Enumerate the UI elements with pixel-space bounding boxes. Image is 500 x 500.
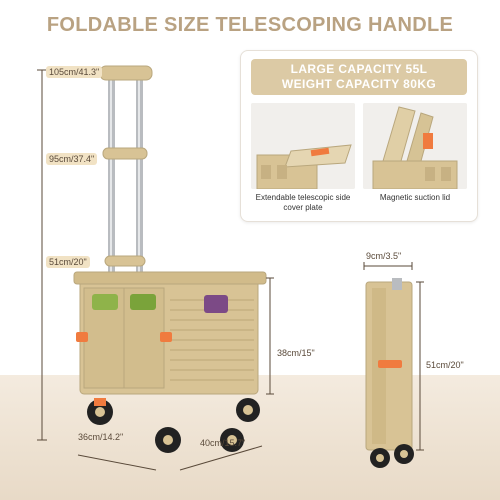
folded-height-label: 51cm/20" xyxy=(426,360,464,370)
headline: FOLDABLE SIZE TELESCOPING HANDLE xyxy=(46,14,454,36)
feature-panel: LARGE CAPACITY 55L WEIGHT CAPACITY 80KG … xyxy=(240,50,478,222)
side-cover-photo xyxy=(251,103,355,189)
wheels xyxy=(87,398,260,453)
height-label-retracted: 51cm/20" xyxy=(46,256,90,268)
capacity-volume: LARGE CAPACITY 55L xyxy=(290,62,428,76)
height-label-extended: 105cm/41.3" xyxy=(46,66,103,78)
cart-body xyxy=(73,271,267,395)
height-label-middle: 95cm/37.4" xyxy=(46,153,98,165)
capacity-weight: WEIGHT CAPACITY 80KG xyxy=(281,77,437,91)
width-label: 36cm/14.2" xyxy=(78,432,124,442)
folded-cart xyxy=(365,278,414,468)
body-height-label: 38cm/15" xyxy=(277,348,315,358)
telescoping-handle xyxy=(99,65,153,278)
depth-label: 40cm/15.7" xyxy=(200,438,246,448)
caption-side-cover: Extendable telescopic side cover plate xyxy=(255,193,351,212)
caption-lid: Magnetic suction lid xyxy=(379,193,451,202)
capacity-banner: LARGE CAPACITY 55L WEIGHT CAPACITY 80KG xyxy=(251,59,467,95)
folded-thickness-label: 9cm/3.5" xyxy=(366,251,402,261)
lid-photo xyxy=(363,103,467,189)
floor-background xyxy=(0,375,500,500)
